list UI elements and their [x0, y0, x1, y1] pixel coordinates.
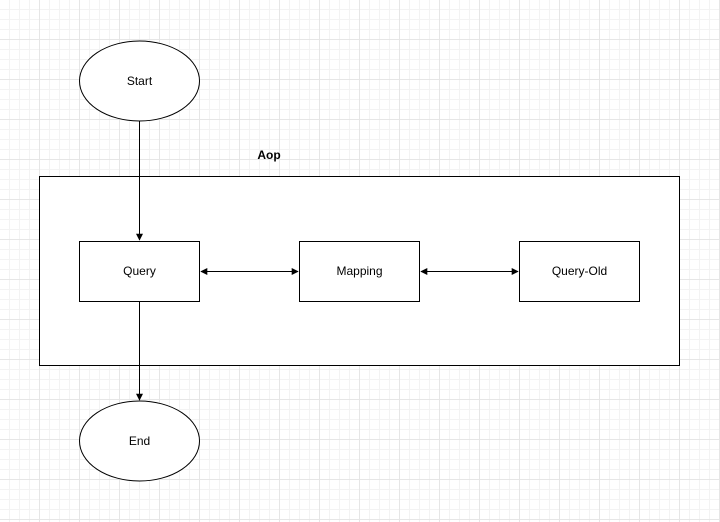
start-label: Start: [127, 74, 153, 88]
end-ellipse: [79, 400, 200, 482]
end-label: End: [129, 434, 150, 448]
node-mapping[interactable]: Mapping: [299, 241, 420, 302]
mapping-label: Mapping: [336, 264, 382, 278]
aop-group-label: Aop: [257, 148, 280, 162]
query-old-label: Query-Old: [552, 264, 607, 278]
query-rect: [79, 241, 200, 302]
node-query-old[interactable]: Query-Old: [519, 241, 640, 302]
mapping-rect: [299, 241, 420, 302]
query-old-rect: [519, 241, 640, 302]
start-ellipse: [79, 40, 200, 122]
node-start[interactable]: Start: [79, 40, 200, 122]
query-label: Query: [123, 264, 156, 278]
node-query[interactable]: Query: [79, 241, 200, 302]
node-end[interactable]: End: [79, 400, 200, 482]
